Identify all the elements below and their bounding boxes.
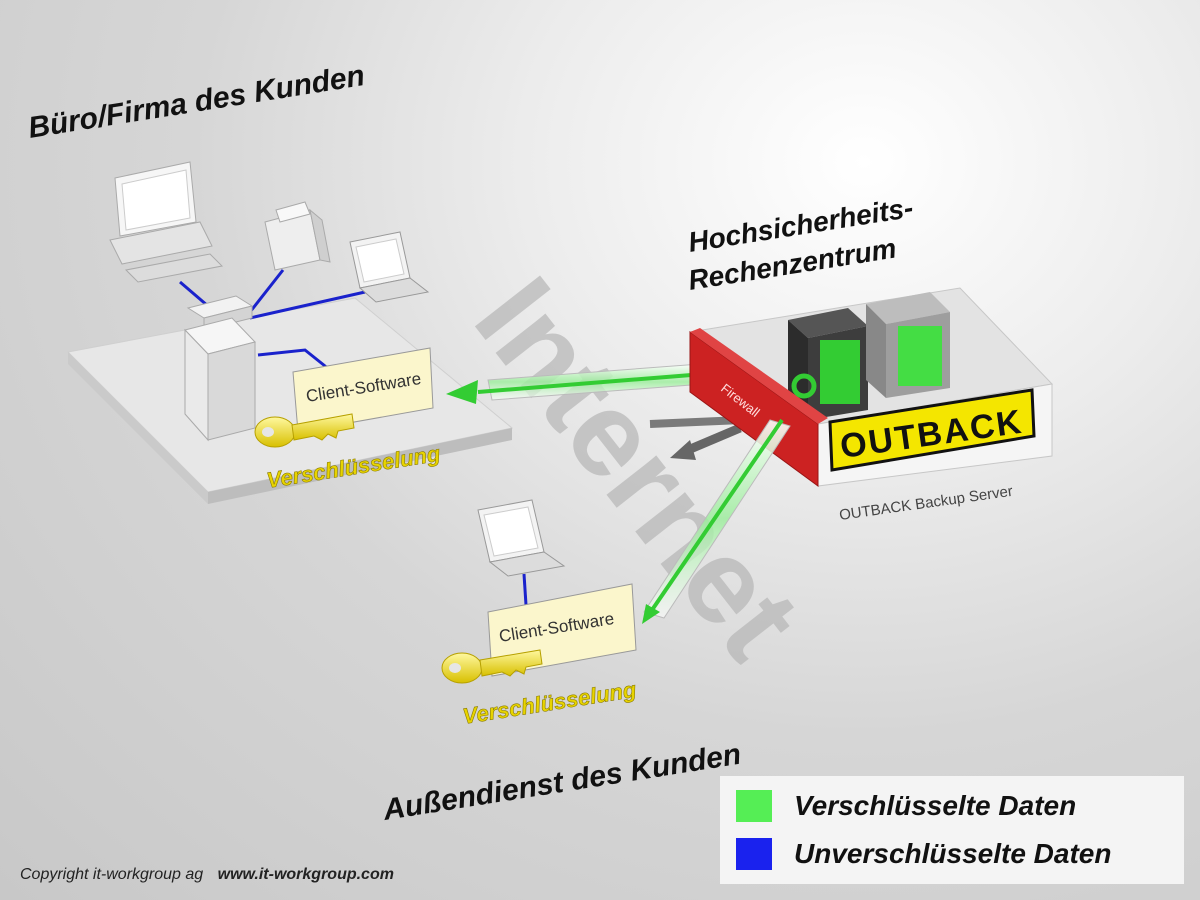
outback-server-label: OUTBACK Backup Server bbox=[838, 483, 1014, 524]
copyright-text: Copyright it-workgroup ag bbox=[20, 866, 204, 883]
firewall-connector-icon bbox=[791, 373, 817, 399]
server-rack-light bbox=[866, 292, 950, 398]
outback-logo bbox=[828, 388, 1036, 472]
printer bbox=[264, 201, 331, 271]
legend-label-encrypted: Verschlüsselte Daten bbox=[794, 790, 1077, 821]
key-icon-field bbox=[441, 649, 543, 684]
laptop-office bbox=[349, 231, 430, 303]
legend-item-encrypted: Verschlüsselte Daten bbox=[720, 790, 1076, 822]
encrypted-link-field bbox=[642, 418, 791, 624]
legend: Verschlüsselte Daten Unverschlüsselte Da… bbox=[720, 776, 1184, 884]
office-title: Büro/Firma des Kunden bbox=[26, 59, 367, 145]
laptop-field bbox=[477, 499, 566, 577]
field-title: Außendienst des Kunden bbox=[380, 738, 743, 827]
legend-label-unencrypted: Unverschlüsselte Daten bbox=[794, 838, 1112, 869]
firewall-wall bbox=[689, 328, 828, 487]
key-icon-office bbox=[254, 413, 355, 448]
legend-item-unencrypted: Unverschlüsselte Daten bbox=[720, 838, 1111, 870]
copyright: Copyright it-workgroup ag www.it-workgro… bbox=[20, 866, 394, 884]
encryption-label-field: Verschlüsselung bbox=[461, 677, 639, 729]
copyright-url[interactable]: www.it-workgroup.com bbox=[217, 866, 394, 883]
client-software-box-office bbox=[292, 347, 434, 433]
server-tower-office bbox=[184, 317, 256, 442]
legend-swatch-encrypted bbox=[736, 790, 772, 822]
legend-swatch-unencrypted bbox=[736, 838, 772, 870]
field-network-wire bbox=[522, 573, 528, 606]
office-platform bbox=[66, 297, 514, 504]
desktop-computer bbox=[109, 161, 224, 283]
